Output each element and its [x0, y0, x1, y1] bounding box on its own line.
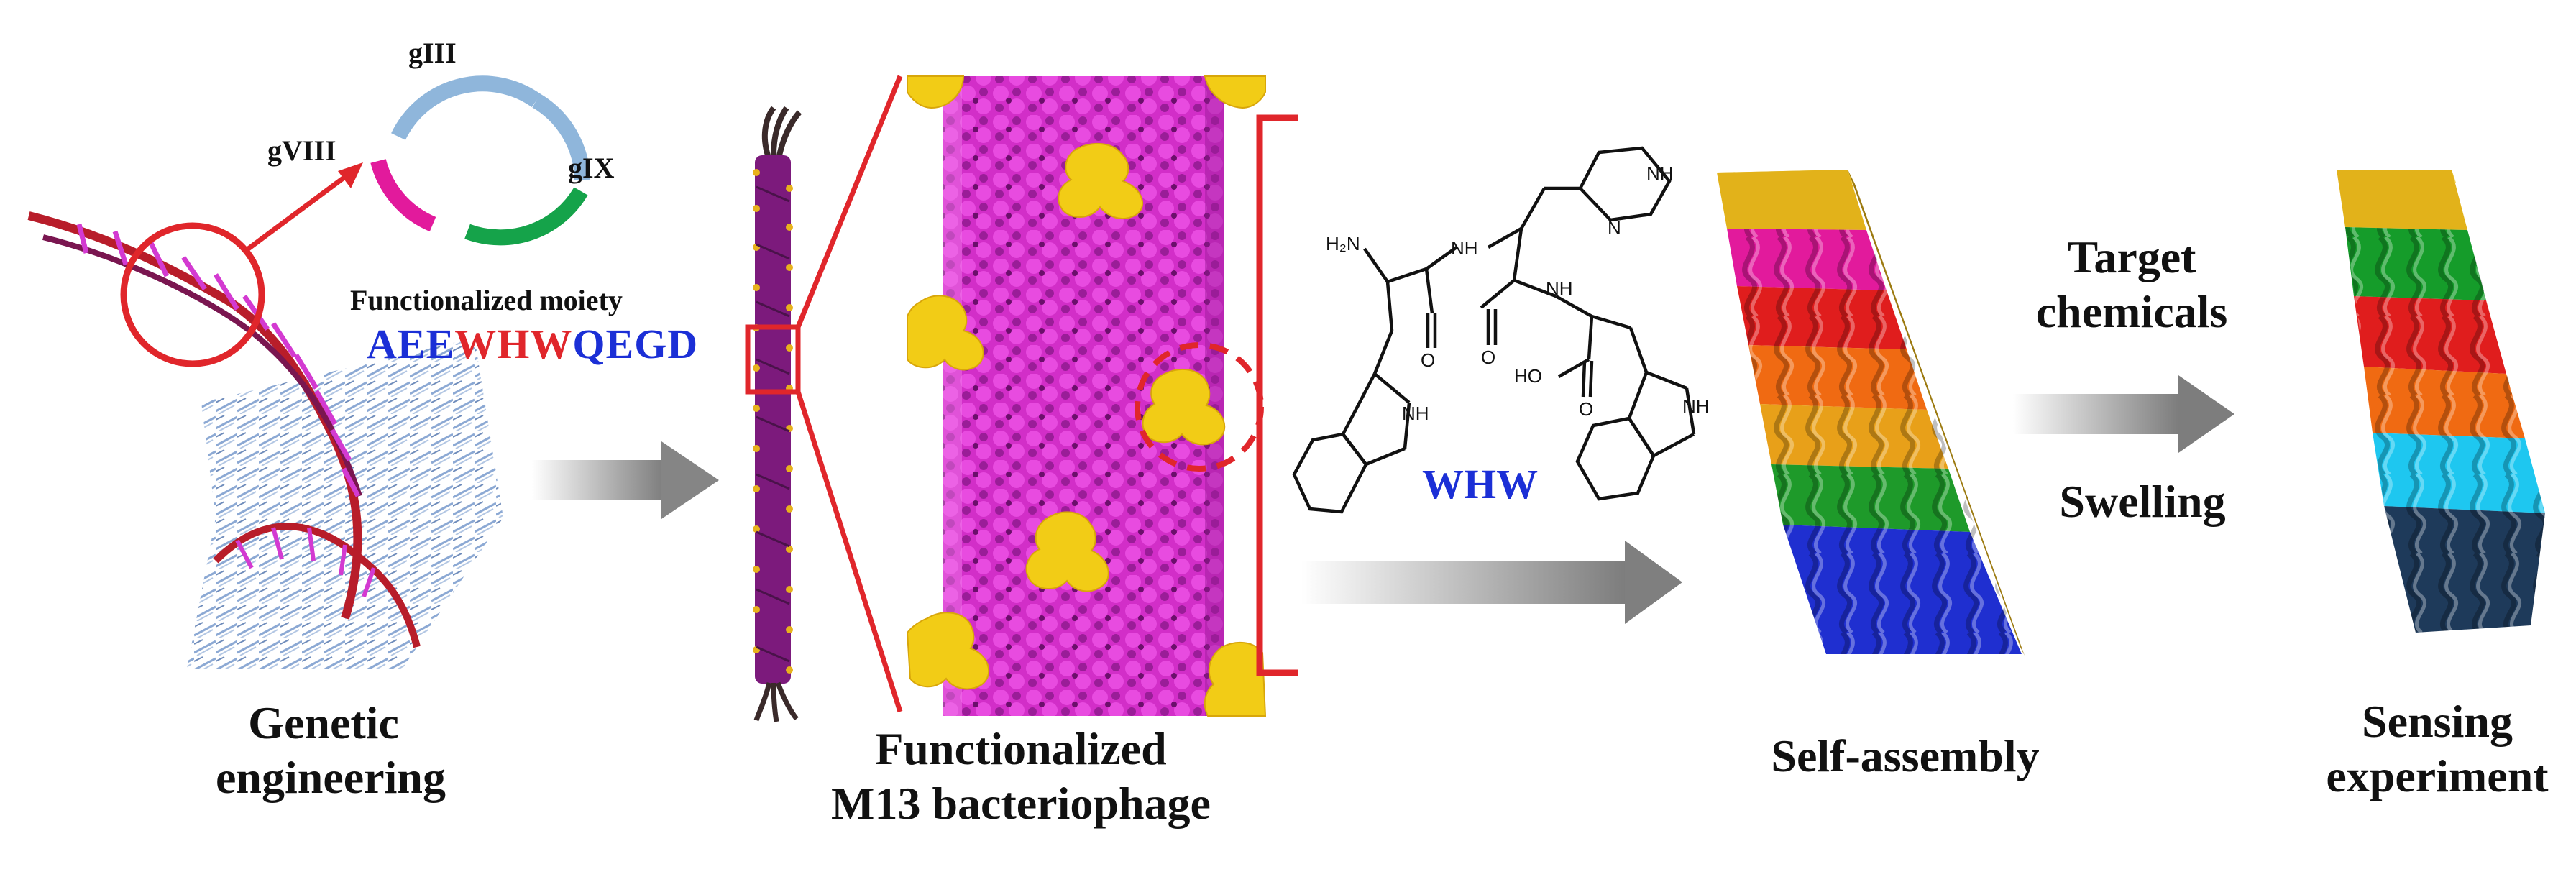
target-chemicals-label: Target chemicals — [2013, 230, 2250, 339]
target-line2: chemicals — [2035, 285, 2228, 337]
atom-n: N — [1608, 217, 1621, 239]
atom-nh-4: NH — [1546, 277, 1573, 299]
step-sensing-experiment: Sensing experiment — [2315, 694, 2559, 803]
atom-nh-1: NH — [1451, 237, 1478, 259]
atom-nh-2: NH — [1402, 403, 1429, 424]
step-functionalized-phage: Functionalized M13 bacteriophage — [791, 722, 1251, 830]
film-icon — [2337, 170, 2545, 633]
arrow-icon — [532, 441, 719, 519]
arrow-icon — [1301, 541, 1682, 624]
whw-label: WHW — [1422, 461, 1539, 507]
gene-gviii-label: gVIII — [267, 134, 336, 167]
sequence-part-2: WHW — [454, 321, 573, 367]
arrow-icon — [2013, 375, 2234, 453]
atom-o-2: O — [1481, 346, 1495, 368]
target-line1: Target — [2067, 231, 2196, 282]
step1-line1: Genetic — [248, 697, 399, 748]
peptide-sequence: AEEWHWQEGD — [367, 320, 698, 368]
phage-zoom-icon — [906, 75, 1267, 717]
step4-line2: experiment — [2326, 750, 2549, 801]
gene-gix-label: gIX — [568, 152, 615, 184]
plasmid-icon — [370, 75, 590, 246]
atom-o-3: O — [1579, 398, 1593, 420]
sequence-part-3: QEGD — [572, 321, 699, 367]
whw-atom-labels: H₂N NH O NH NH N O NH HO O NH — [1326, 162, 1710, 424]
gene-giii-label: gIII — [408, 37, 457, 69]
atom-h2n: H₂N — [1326, 233, 1360, 254]
phage-icon — [745, 106, 802, 722]
atom-nh-5: NH — [1682, 395, 1710, 417]
sequence-part-1: AEE — [367, 321, 455, 367]
step1-line2: engineering — [216, 751, 446, 803]
swelling-label: Swelling — [2059, 476, 2226, 527]
step2-line1: Functionalized — [875, 723, 1167, 774]
atom-ho: HO — [1514, 365, 1542, 387]
atom-nh-3: NH — [1646, 162, 1674, 184]
step-genetic-engineering: Genetic engineering — [216, 696, 446, 804]
dna-helix-icon — [27, 162, 503, 669]
atom-o-1: O — [1421, 349, 1435, 371]
film-icon — [1717, 170, 2025, 656]
moiety-title: Functionalized moiety — [350, 284, 623, 316]
step2-line2: M13 bacteriophage — [831, 777, 1211, 829]
whw-structure — [1292, 146, 1696, 514]
step4-line1: Sensing — [2362, 696, 2513, 747]
step-self-assembly: Self-assembly — [1771, 730, 2040, 781]
